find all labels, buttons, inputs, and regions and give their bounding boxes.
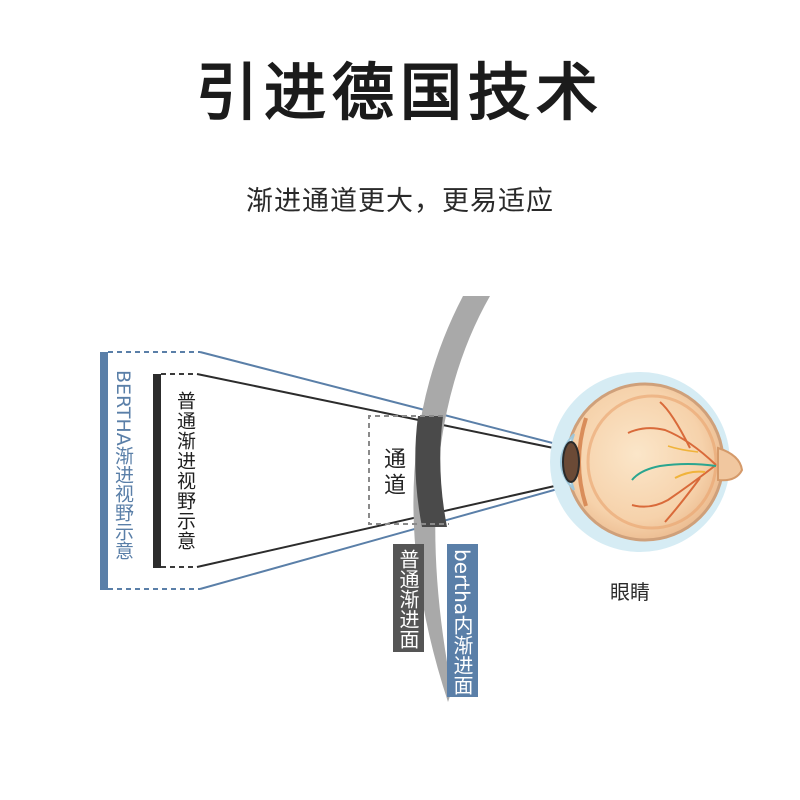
page-title: 引进德国技术 [195,56,604,129]
eye-illustration [550,372,744,552]
lens-body [413,296,490,702]
bertha-top-ray [199,351,573,449]
standard-top-ray [196,373,569,452]
bertha-field-label: BERTHA渐进视野示意 [112,370,134,560]
standard-bottom-ray [196,482,569,568]
bertha-surface-tag [447,544,478,697]
eye-label: 眼睛 [610,580,650,604]
standard-field-bracket [153,373,197,568]
standard-surface-zone [415,416,447,527]
page-subtitle: 渐进通道更大，更易适应 [246,186,554,217]
bertha-bottom-ray [199,484,573,590]
channel-label: 通道 [380,447,405,499]
bertha-surface-label: bertha内渐进面 [450,549,474,695]
standard-surface-tag [393,544,424,652]
channel-box [368,415,449,525]
standard-surface-label: 普通渐进面 [396,549,420,649]
bertha-field-bracket [100,351,200,590]
standard-field-label: 普通渐进视野示意 [174,391,196,551]
